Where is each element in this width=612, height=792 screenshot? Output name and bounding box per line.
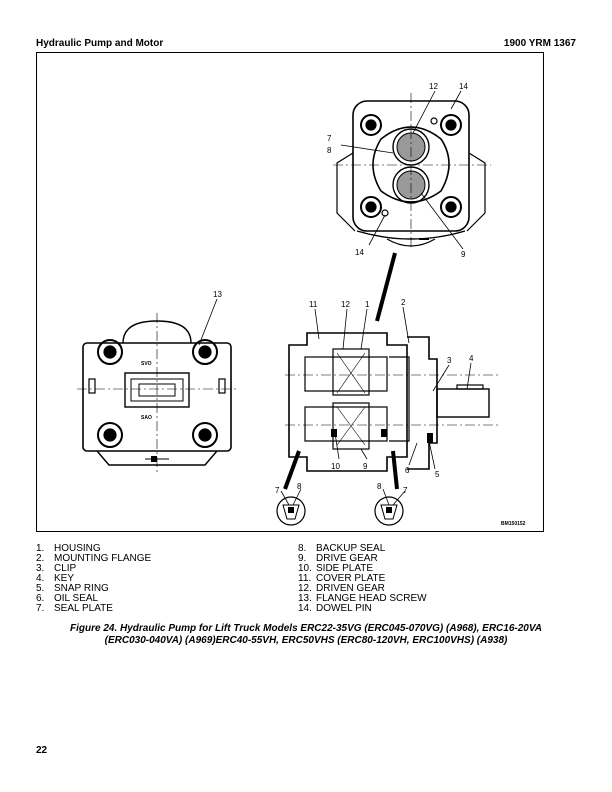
side-section-view: [285, 332, 499, 472]
callout-13-flange-head-screw: 13: [213, 290, 222, 299]
svg-text:SVO: SVO: [141, 361, 152, 367]
callout-9-drive-gear: 9: [461, 250, 466, 259]
callout-3-clip: 3: [447, 356, 452, 365]
header-section-title: Hydraulic Pump and Motor: [36, 38, 164, 49]
legend-item: 13. FLANGE HEAD SCREW: [298, 594, 427, 604]
legend-item: 1. HOUSING: [36, 544, 151, 554]
legend-number: 13.: [298, 593, 312, 604]
legend-text: OIL SEAL: [54, 593, 99, 604]
image-code: BM150152: [501, 521, 526, 527]
callout-9-drive-gear-side: 9: [363, 462, 368, 471]
top-end-view: [336, 100, 486, 247]
svg-text:SAO: SAO: [141, 415, 152, 421]
caption-line-2: (ERC030-040VA) (A969)ERC40-55VH, ERC50VH…: [104, 635, 508, 646]
legend-number: 5.: [36, 583, 45, 594]
legend-item: 4. KEY: [36, 574, 151, 584]
callout-14-dowel-pin-lower: 14: [355, 248, 364, 257]
legend-text: SEAL PLATE: [54, 603, 113, 614]
figure-caption: Figure 24. Hydraulic Pump for Lift Truck…: [36, 623, 576, 647]
legend-item: 7. SEAL PLATE: [36, 604, 151, 614]
seal-detail-right: [374, 496, 404, 526]
callout-10-side-plate: 10: [331, 462, 340, 471]
legend-item: 12. DRIVEN GEAR: [298, 584, 427, 594]
legend-item: 3. CLIP: [36, 564, 151, 574]
callout-7-detail-right: 7: [403, 486, 408, 495]
callout-11-cover-plate: 11: [309, 300, 318, 309]
legend-text: CLIP: [54, 563, 77, 574]
legend-text: HOUSING: [54, 543, 101, 554]
legend-number: 9.: [298, 553, 307, 564]
legend-left-column: 1. HOUSING 2. MOUNTING FLANGE 3. CLIP 4. KEY…: [36, 544, 151, 614]
callout-7-detail-left: 7: [275, 486, 280, 495]
callout-4-key: 4: [469, 354, 474, 363]
callout-2-mounting-flange: 2: [401, 298, 406, 307]
legend-text: DOWEL PIN: [316, 603, 372, 614]
legend-number: 12.: [298, 583, 312, 594]
callout-8-backup-seal: 8: [327, 146, 332, 155]
callout-8-detail-right: 8: [377, 482, 382, 491]
legend-right-column: 8. BACKUP SEAL 9. DRIVE GEAR 10. SIDE PLATE…: [298, 544, 427, 614]
legend-item: 9. DRIVE GEAR: [298, 554, 427, 564]
legend-number: 6.: [36, 593, 45, 604]
legend-number: 3.: [36, 563, 45, 574]
legend-item: 10. SIDE PLATE: [298, 564, 427, 574]
callout-5-snap-ring: 5: [435, 470, 440, 479]
legend-item: 6. OIL SEAL: [36, 594, 151, 604]
legend-number: 11.: [298, 573, 312, 584]
legend-text: SIDE PLATE: [316, 563, 374, 574]
legend-text: MOUNTING FLANGE: [54, 553, 152, 564]
legend-item: 11. COVER PLATE: [298, 574, 427, 584]
callout-12-driven-gear: 12: [429, 82, 438, 91]
legend-number: 10.: [298, 563, 312, 574]
legend-number: 8.: [298, 543, 307, 554]
legend-text: COVER PLATE: [316, 573, 386, 584]
header-manual-code: 1900 YRM 1367: [503, 38, 576, 49]
legend-number: 14.: [298, 603, 312, 614]
legend-number: 7.: [36, 603, 45, 614]
callout-6-oil-seal: 6: [405, 466, 410, 475]
seal-detail-left: [276, 496, 306, 526]
legend-number: 1.: [36, 543, 45, 554]
caption-line-1: Figure 24. Hydraulic Pump for Lift Truck…: [70, 623, 542, 634]
pump-illustration: SVO SAO: [36, 52, 544, 532]
legend-text: DRIVE GEAR: [316, 553, 378, 564]
legend-item: 2. MOUNTING FLANGE: [36, 554, 151, 564]
legend-number: 2.: [36, 553, 45, 564]
callout-8-detail-left: 8: [297, 482, 302, 491]
legend-text: FLANGE HEAD SCREW: [316, 593, 427, 604]
legend-text: SNAP RING: [54, 583, 109, 594]
legend-text: KEY: [54, 573, 75, 584]
callout-7-seal-plate: 7: [327, 134, 332, 143]
legend-number: 4.: [36, 573, 45, 584]
callout-14-dowel-pin: 14: [459, 82, 468, 91]
legend-item: 14. DOWEL PIN: [298, 604, 427, 614]
legend-item: 5. SNAP RING: [36, 584, 151, 594]
callout-12-driven-gear-side: 12: [341, 300, 350, 309]
callout-1-housing: 1: [365, 300, 370, 309]
legend-text: BACKUP SEAL: [316, 543, 386, 554]
page-number: 22: [36, 745, 48, 756]
legend-item: 8. BACKUP SEAL: [298, 544, 427, 554]
pump-diagram: SVO SAO: [77, 82, 526, 527]
legend-text: DRIVEN GEAR: [316, 583, 385, 594]
